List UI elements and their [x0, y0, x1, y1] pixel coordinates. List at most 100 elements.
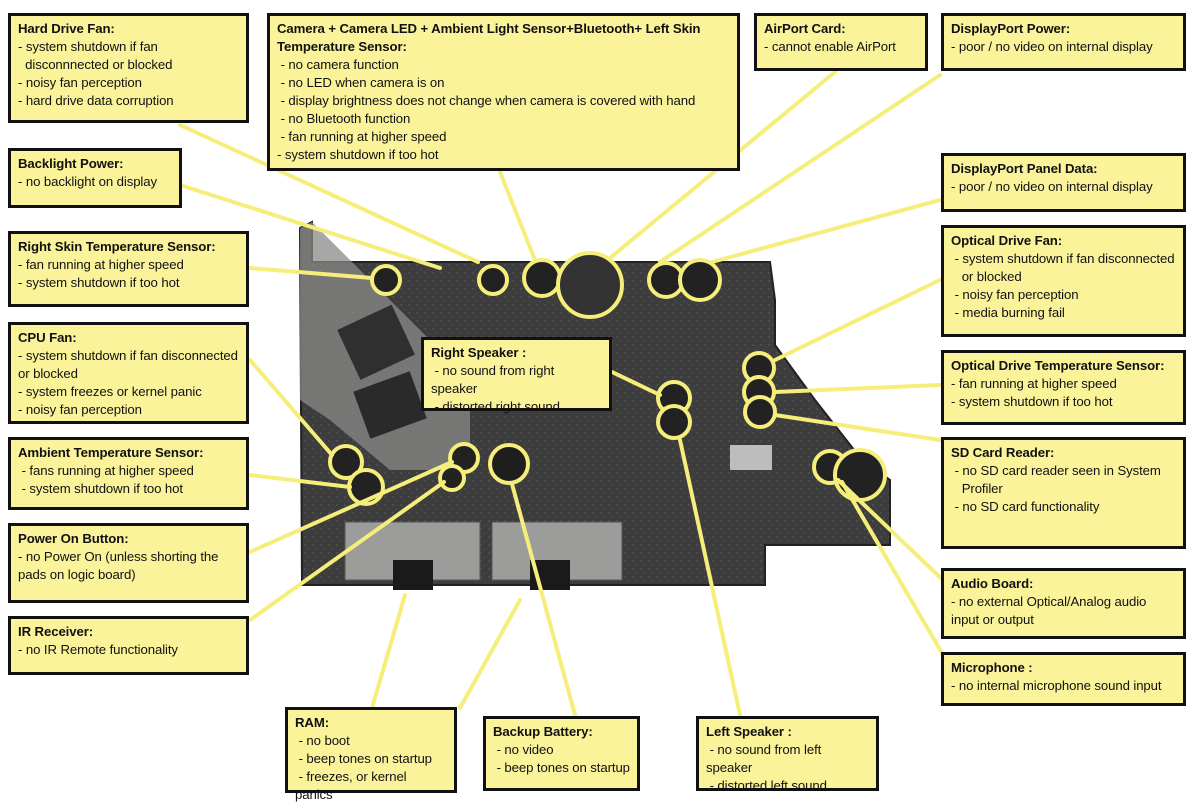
callout-item: - beep tones on startup — [493, 760, 630, 775]
callout-title: Backup Battery: — [493, 724, 593, 739]
callout-title: Right Speaker : — [431, 345, 527, 360]
hl-airport — [556, 251, 624, 319]
callout-item: pads on logic board) — [18, 567, 136, 582]
callout-item: - hard drive data corruption — [18, 93, 174, 108]
callout-item: input or output — [951, 612, 1034, 627]
callout-item: - fan running at higher speed — [951, 376, 1117, 391]
sd-slot-metal — [730, 445, 772, 470]
callout-title: CPU Fan: — [18, 330, 77, 345]
callout-item: - noisy fan perception — [951, 287, 1079, 302]
callout-item: - display brightness does not change whe… — [277, 93, 696, 108]
callout-backup-battery: Backup Battery: - no video - beep tones … — [483, 716, 640, 791]
hl-camera — [522, 258, 562, 298]
callout-title: DisplayPort Power: — [951, 21, 1071, 36]
leader-odd-fan — [773, 278, 942, 362]
callout-displayport-power: DisplayPort Power: - poor / no video on … — [941, 13, 1186, 71]
hl-sd — [743, 395, 777, 429]
leader-audio — [836, 478, 947, 584]
callout-item: or blocked — [18, 366, 78, 381]
callout-cpu-fan: CPU Fan: - system shutdown if fan discon… — [8, 322, 249, 424]
callout-item: - no SD card reader seen in System — [951, 463, 1161, 478]
callout-title: Optical Drive Fan: — [951, 233, 1063, 248]
callout-item: - no camera function — [277, 57, 399, 72]
callout-hard-drive-fan: Hard Drive Fan: - system shutdown if fan… — [8, 13, 249, 123]
callout-title: Backlight Power: — [18, 156, 124, 171]
callout-item: - poor / no video on internal display — [951, 39, 1153, 54]
callout-item: - system shutdown if fan disconnected — [951, 251, 1175, 266]
callout-item: - no internal microphone sound input — [951, 678, 1162, 693]
callout-title: Ambient Temperature Sensor: — [18, 445, 204, 460]
callout-right-skin-temperature-sensor: Right Skin Temperature Sensor: - fan run… — [8, 231, 249, 307]
hl-right-skin-sensor — [370, 264, 402, 296]
component-highlights — [328, 251, 887, 506]
callout-camera: Camera + Camera LED + Ambient Light Sens… — [267, 13, 740, 171]
callout-item: - freezes, or kernel panics — [295, 769, 411, 802]
callout-power-on-button: Power On Button: - no Power On (unless s… — [8, 523, 249, 603]
callout-title: Left Speaker : — [706, 724, 792, 739]
callout-ram: RAM: - no boot - beep tones on startup -… — [285, 707, 457, 802]
callout-item: - system shutdown if too hot — [277, 147, 439, 162]
callout-right-speaker: Right Speaker : - no sound from right sp… — [421, 337, 612, 414]
hl-right-speaker-b — [656, 404, 692, 440]
callout-item: - no external Optical/Analog audio — [951, 594, 1147, 609]
leader-ambient — [248, 473, 352, 489]
hl-mic — [833, 448, 887, 502]
callout-item: - no Bluetooth function — [277, 111, 411, 126]
callout-item: - no sound from right speaker — [431, 363, 558, 396]
leader-camera — [498, 170, 537, 262]
leader-sd — [773, 413, 942, 442]
callout-item: disconnnected or blocked — [18, 57, 173, 72]
callout-airport-card: AirPort Card: - cannot enable AirPort — [754, 13, 928, 71]
leader-ram-right — [458, 598, 522, 710]
callout-ir-receiver: IR Receiver: - no IR Remote functionalit… — [8, 616, 249, 675]
callout-displayport-panel-data: DisplayPort Panel Data: - poor / no vide… — [941, 153, 1186, 212]
callout-item: - system shutdown if too hot — [951, 394, 1113, 409]
callout-item: - distorted left sound — [706, 778, 827, 793]
callout-optical-drive-fan: Optical Drive Fan: - system shutdown if … — [941, 225, 1186, 337]
callout-item: - cannot enable AirPort — [764, 39, 896, 54]
leader-right-speaker — [610, 370, 662, 397]
callout-item: - media burning fail — [951, 305, 1065, 320]
hl-dp-power — [647, 261, 685, 299]
gpu-chip — [337, 304, 415, 380]
leader-hard-drive-fan — [178, 123, 480, 264]
callout-item: - noisy fan perception — [18, 402, 142, 417]
callout-item: - distorted right sound — [431, 399, 560, 414]
leader-cpu-fan — [248, 358, 334, 457]
callout-ambient-temperature-sensor: Ambient Temperature Sensor: - fans runni… — [8, 437, 249, 510]
leader-lines — [178, 70, 947, 717]
callout-left-speaker: Left Speaker : - no sound from left spea… — [696, 716, 879, 793]
callout-item: - fan running at higher speed — [18, 257, 184, 272]
callout-title: Camera + Camera LED + Ambient Light Sens… — [277, 21, 701, 54]
callout-item: - fan running at higher speed — [277, 129, 447, 144]
callout-title: SD Card Reader: — [951, 445, 1055, 460]
leader-backlight — [178, 183, 442, 270]
ram-clip-left — [393, 560, 433, 590]
callout-item: Profiler — [951, 481, 1003, 496]
callout-item: - no boot — [295, 733, 350, 748]
hl-cpu-fan — [328, 444, 364, 480]
callout-item: - beep tones on startup — [295, 751, 432, 766]
callout-title: Audio Board: — [951, 576, 1034, 591]
callout-item: - no LED when camera is on — [277, 75, 445, 90]
callout-item: - system shutdown if fan — [18, 39, 158, 54]
callout-item: - system shutdown if too hot — [18, 275, 180, 290]
callout-title: Right Skin Temperature Sensor: — [18, 239, 216, 254]
callout-title: IR Receiver: — [18, 624, 94, 639]
leader-power-btn — [248, 460, 454, 554]
cpu-chip — [353, 371, 427, 439]
callout-title: AirPort Card: — [764, 21, 846, 36]
callout-item: - no SD card functionality — [951, 499, 1100, 514]
hl-ir — [438, 464, 466, 492]
callout-item: - system shutdown if fan disconnected — [18, 348, 238, 363]
leader-battery — [510, 482, 577, 717]
callout-item: - no backlight on display — [18, 174, 157, 189]
leader-odd-temp — [773, 383, 942, 394]
callout-title: Hard Drive Fan: — [18, 21, 115, 36]
hl-dp-data — [678, 258, 722, 302]
callout-audio-board: Audio Board: - no external Optical/Analo… — [941, 568, 1186, 639]
hl-backlight — [477, 264, 509, 296]
leader-ram-left — [370, 593, 407, 710]
callout-item: - no sound from left speaker — [706, 742, 825, 775]
leader-mic — [840, 480, 947, 660]
